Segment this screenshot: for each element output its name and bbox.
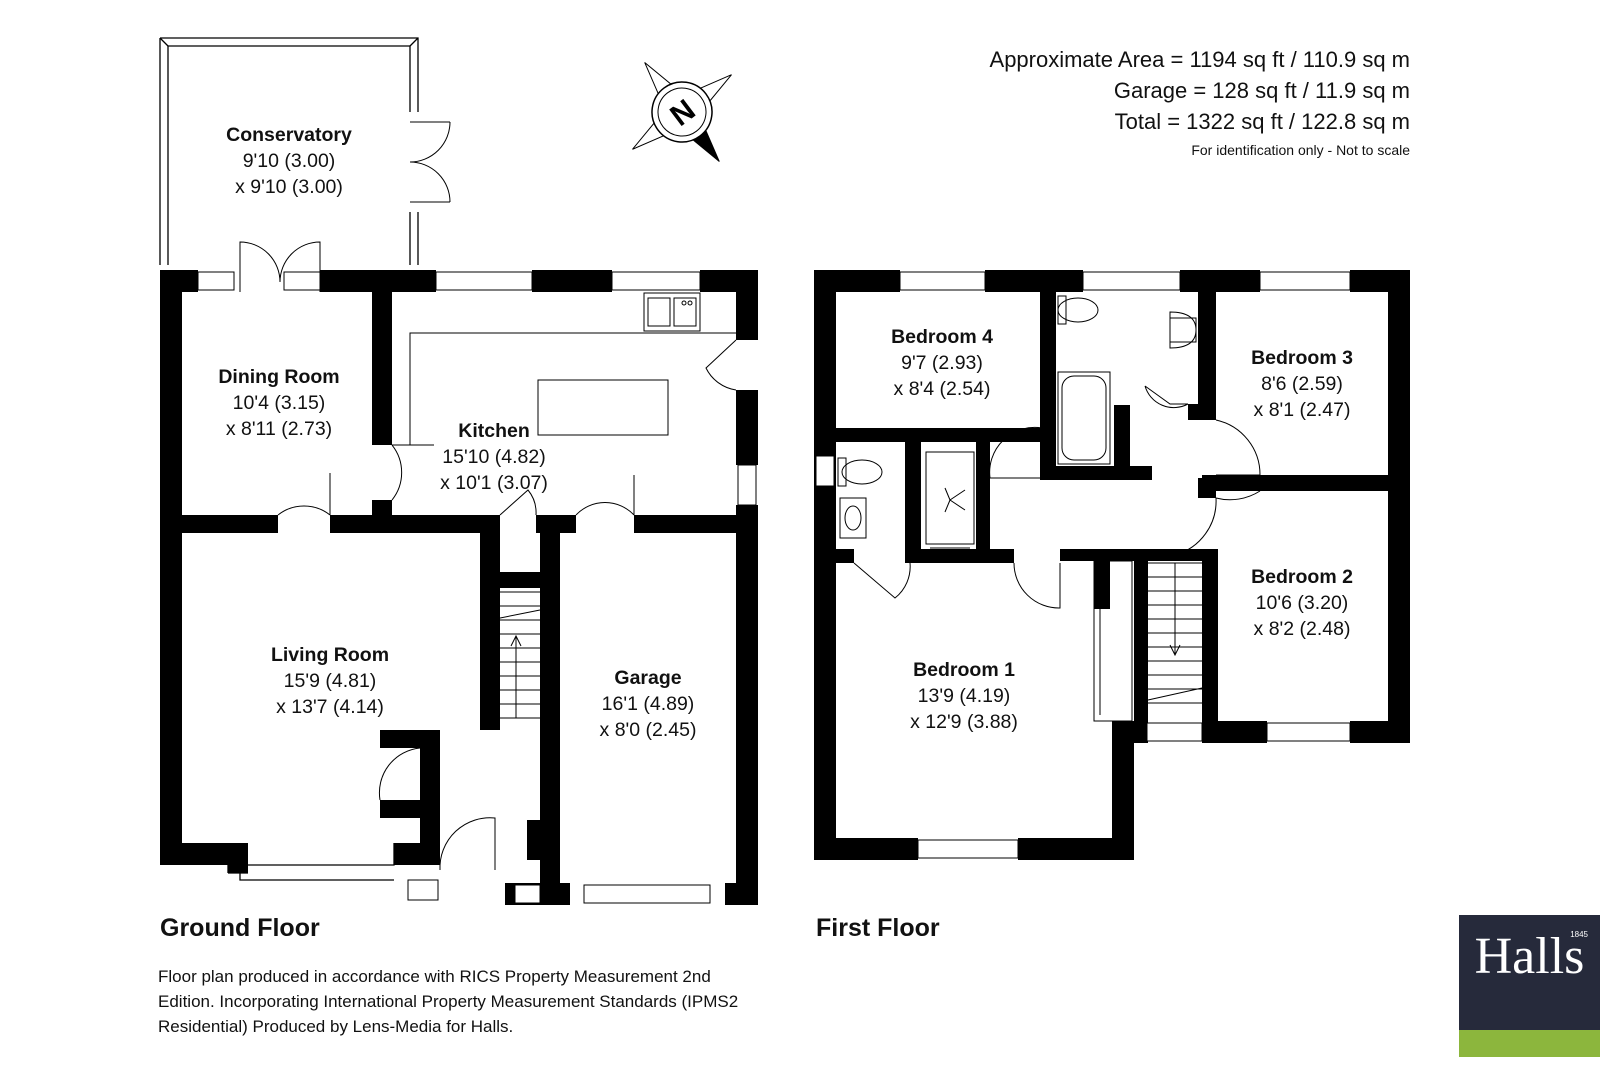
approximate-area: Approximate Area = 1194 sq ft / 110.9 sq… (989, 47, 1410, 72)
ground-floor-doors (239, 241, 737, 871)
first-floor-label: First Floor (816, 914, 940, 942)
ground-floor-stairs (489, 591, 541, 719)
room-kitchen: Kitchen 15'10 (4.82) x 10'1 (3.07) (440, 418, 548, 496)
room-bedroom-4: Bedroom 4 9'7 (2.93) x 8'4 (2.54) (891, 324, 993, 402)
room-name: Bedroom 2 (1251, 566, 1353, 588)
room-dimension: x 9'10 (3.00) (235, 176, 343, 198)
room-dimension: x 8'2 (2.48) (1253, 618, 1351, 640)
measurement-footnote: Floor plan produced in accordance with R… (158, 964, 858, 1039)
room-dimension: x 8'1 (2.47) (1253, 399, 1351, 421)
room-dining: Dining Room 10'4 (3.15) x 8'11 (2.73) (218, 364, 339, 442)
room-bedroom-2: Bedroom 2 10'6 (3.20) x 8'2 (2.48) (1251, 564, 1353, 642)
kitchen-fittings (392, 292, 736, 446)
room-dimension: 9'10 (3.00) (242, 150, 336, 172)
room-name: Bedroom 1 (913, 659, 1015, 681)
conservatory-french-doors (409, 121, 451, 203)
total-area: Total = 1322 sq ft / 122.8 sq m (1114, 109, 1410, 134)
room-name: Kitchen (458, 420, 530, 442)
ground-floor-windows (197, 271, 757, 904)
scale-note: For identification only - Not to scale (1191, 142, 1410, 158)
bathroom-fittings (837, 295, 1197, 722)
room-dimension: x 12'9 (3.88) (910, 711, 1018, 733)
area-summary: Approximate Area = 1194 sq ft / 110.9 sq… (990, 44, 1410, 158)
logo-year: 1845 (1570, 930, 1588, 939)
room-dimension: x 13'7 (4.14) (276, 696, 384, 718)
ground-floor-plan (159, 37, 758, 905)
footnote-line: Residential) Produced by Lens-Media for … (158, 1017, 514, 1036)
room-bedroom-1: Bedroom 1 13'9 (4.19) x 12'9 (3.88) (910, 657, 1018, 735)
room-bedroom-3: Bedroom 3 8'6 (2.59) x 8'1 (2.47) (1251, 345, 1353, 423)
first-floor-plan (814, 270, 1410, 860)
room-name: Bedroom 4 (891, 326, 993, 348)
halls-logo: 1845 Halls (1459, 915, 1600, 1057)
footnote-line: Edition. Incorporating International Pro… (158, 992, 739, 1011)
first-floor-stairs (1147, 562, 1203, 704)
room-conservatory: Conservatory 9'10 (3.00) x 9'10 (3.00) (226, 122, 352, 200)
first-floor-walls (814, 270, 1410, 860)
room-dimension: 16'1 (4.89) (601, 693, 695, 715)
footnote-line: Floor plan produced in accordance with R… (158, 967, 711, 986)
room-name: Garage (614, 667, 682, 689)
room-name: Bedroom 3 (1251, 347, 1353, 369)
room-dimension: 10'6 (3.20) (1255, 592, 1349, 614)
ground-floor-label: Ground Floor (160, 914, 320, 942)
room-dimension: x 8'4 (2.54) (893, 378, 991, 400)
garage-area: Garage = 128 sq ft / 11.9 sq m (1113, 78, 1410, 103)
room-dimension: x 10'1 (3.07) (440, 472, 548, 494)
conservatory-frame (159, 37, 419, 265)
first-floor-doors (853, 385, 1261, 609)
first-floor-windows (815, 271, 1351, 859)
room-dimension: 15'9 (4.81) (283, 670, 377, 692)
room-dimension: 13'9 (4.19) (917, 685, 1011, 707)
room-dimension: 8'6 (2.59) (1261, 373, 1343, 395)
room-name: Dining Room (218, 366, 340, 388)
logo-accent-bar (1459, 1030, 1600, 1057)
ground-floor-walls (160, 270, 758, 905)
room-dimension: x 8'11 (2.73) (225, 418, 333, 440)
room-garage: Garage 16'1 (4.89) x 8'0 (2.45) (600, 665, 697, 743)
room-dimension: x 8'0 (2.45) (599, 719, 697, 741)
room-name: Conservatory (226, 124, 352, 146)
room-dimension: 9'7 (2.93) (901, 352, 983, 374)
room-dimension: 15'10 (4.82) (442, 446, 546, 468)
room-living: Living Room 15'9 (4.81) x 13'7 (4.14) (271, 642, 389, 720)
room-name: Living Room (270, 644, 390, 666)
logo-wordmark: Halls (1474, 928, 1585, 985)
room-dimension: 10'4 (3.15) (232, 392, 326, 414)
compass-rose: N (632, 62, 732, 162)
